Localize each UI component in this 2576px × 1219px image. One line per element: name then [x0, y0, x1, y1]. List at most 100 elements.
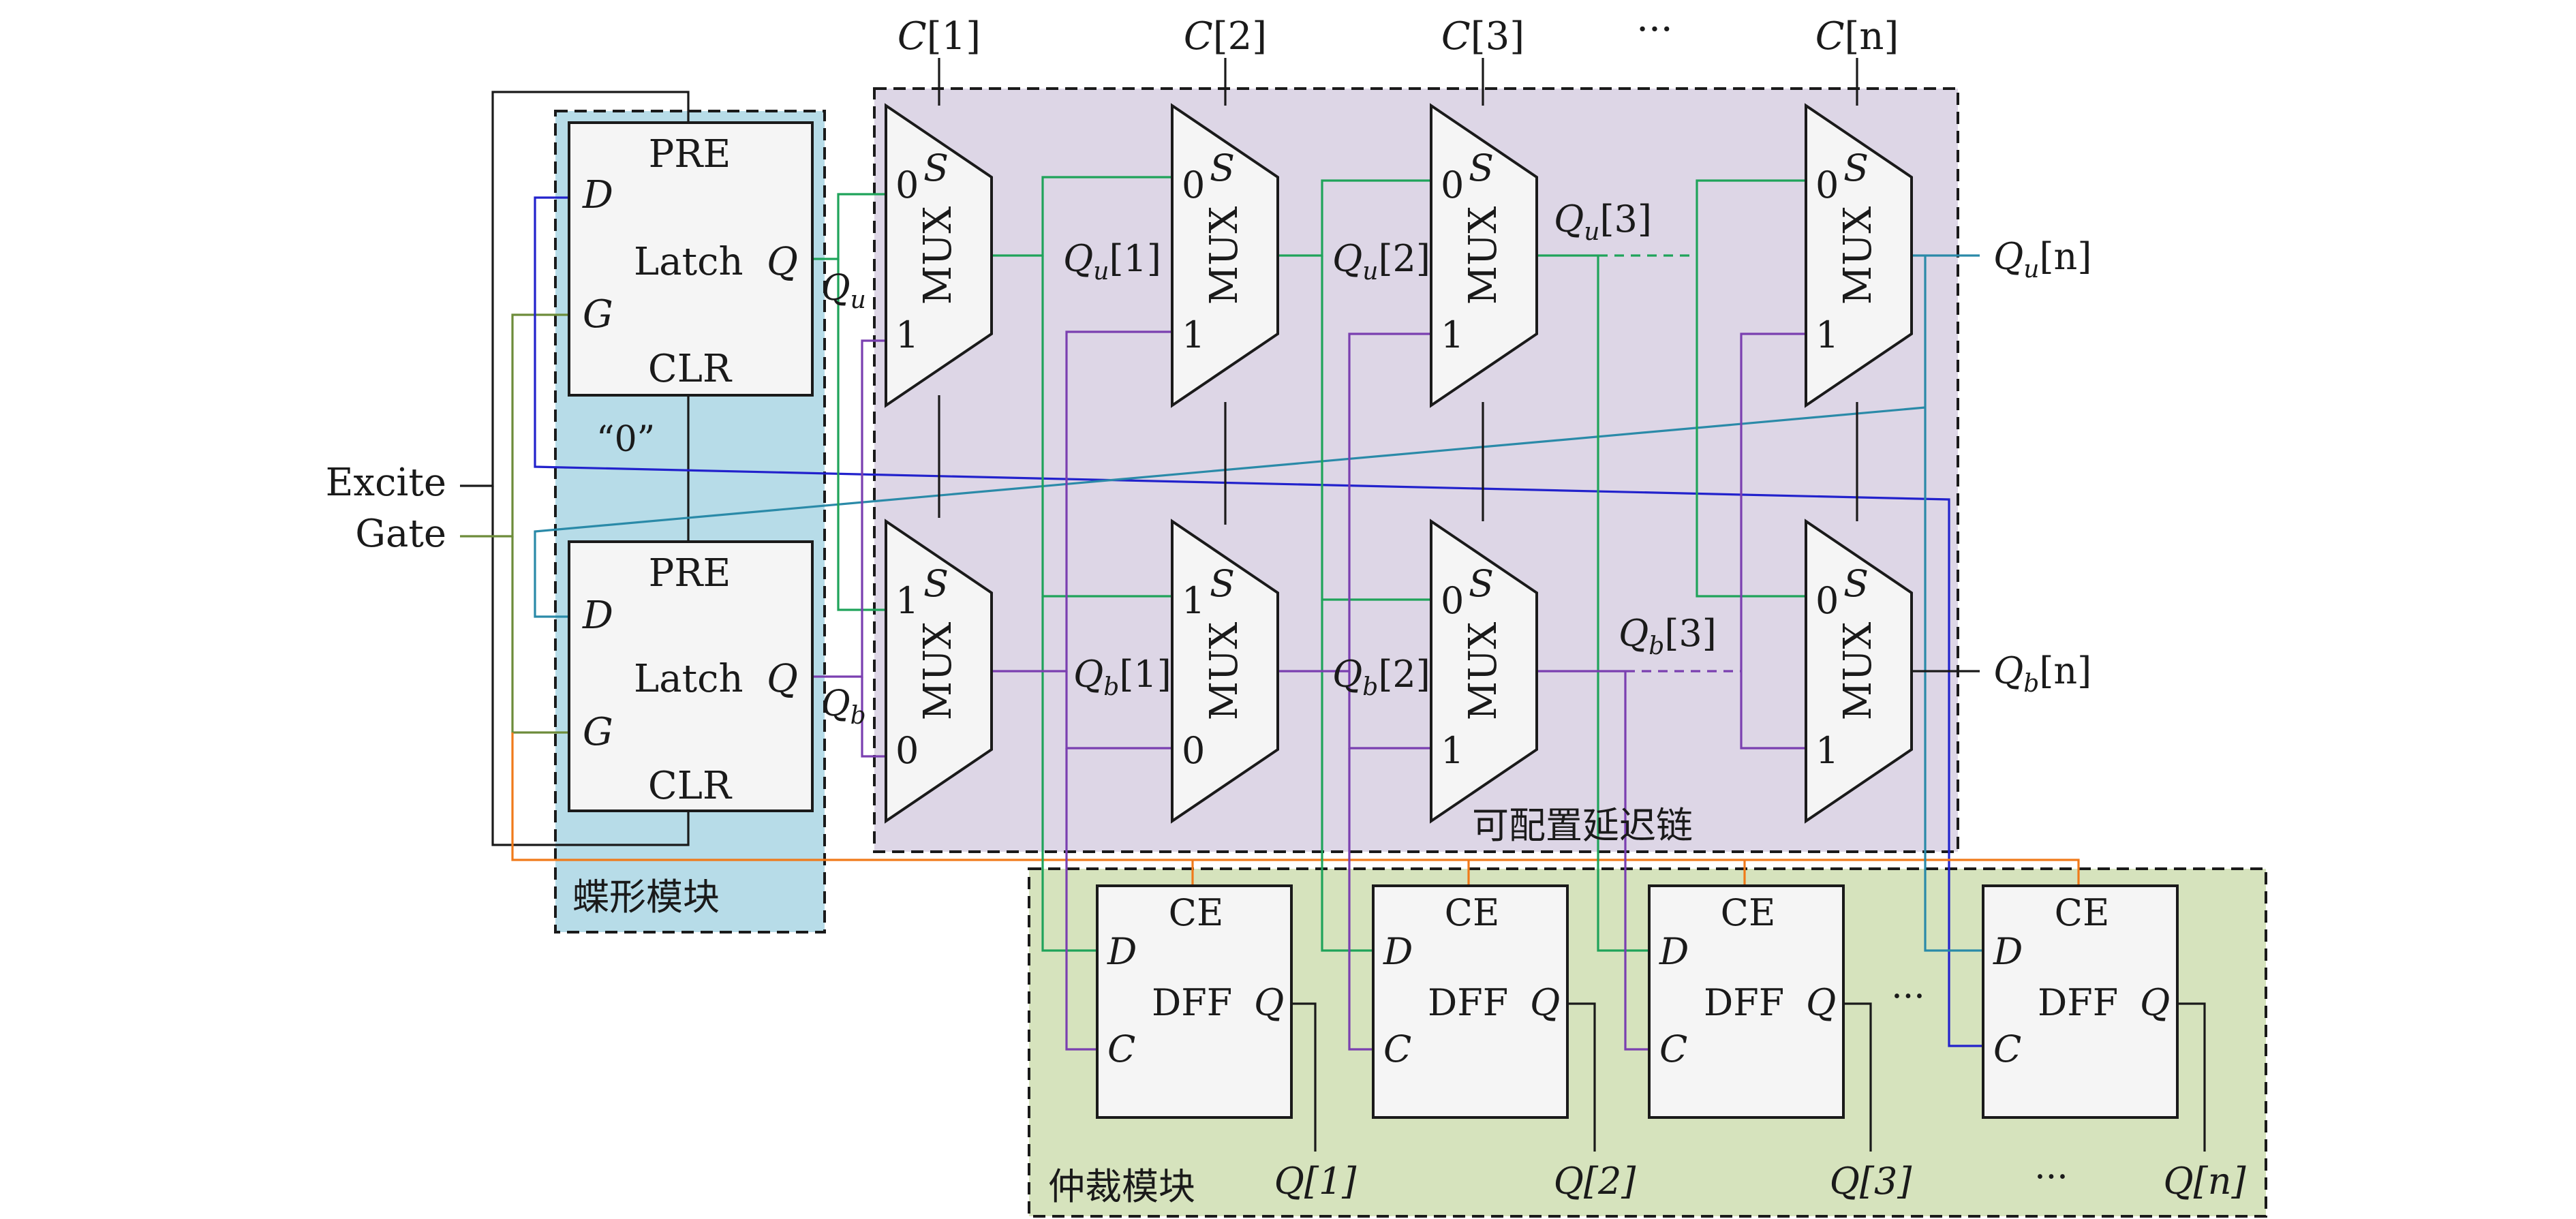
mux-name: MUX — [916, 206, 960, 305]
mux-in-top-label: 0 — [895, 164, 919, 206]
delay-chain-region — [873, 87, 1959, 853]
mux-in-bottom-label: 1 — [1441, 729, 1464, 772]
dff-output-label-4: Q[n] — [2163, 1160, 2246, 1203]
stage-out-upper-1: Qu[1] — [1063, 237, 1161, 286]
mux-in-bottom-label: 1 — [1815, 729, 1839, 772]
arbiter-module-title: 仲裁模块 — [1048, 1165, 1195, 1208]
latch-bottom-q: Q — [767, 657, 798, 701]
dff-q-label: Q — [1806, 981, 1836, 1024]
dff-ce-label: CE — [1169, 891, 1224, 934]
mux-in-bottom-label: 0 — [1182, 729, 1205, 772]
butterfly-module-title: 蝶形模块 — [572, 876, 720, 919]
dff-name: DFF — [1152, 981, 1232, 1024]
control-label-2: C[2] — [1184, 14, 1267, 59]
mux-in-bottom-label: 1 — [1815, 313, 1839, 356]
stage-out-lower-1: Qb[1] — [1073, 653, 1171, 701]
dff-ce-label: CE — [1721, 891, 1776, 934]
mux-select-label: S — [1469, 562, 1494, 605]
mux-select-label: S — [923, 562, 949, 605]
control-label-1: C[1] — [898, 14, 981, 59]
latch-bottom-name: Latch — [634, 657, 743, 701]
zero-label: “0” — [596, 419, 655, 460]
control-ellipsis: ··· — [1636, 7, 1672, 52]
dff-output-label-1: Q[1] — [1274, 1160, 1358, 1203]
mux-in-top-label: 1 — [895, 579, 919, 622]
dff-d-label: D — [1993, 930, 2023, 973]
dff-ce-label: CE — [2055, 891, 2110, 934]
dff-output-label-2: Q[2] — [1554, 1160, 1637, 1203]
mux-in-top-label: 0 — [1815, 164, 1839, 206]
mux-name: MUX — [1202, 622, 1246, 721]
mux-select-label: S — [1843, 562, 1869, 605]
stage-out-lower-4: Qb[n] — [1993, 649, 2091, 698]
mux-upper-2: 0 1 S MUX — [1171, 103, 1279, 408]
mux-name: MUX — [1461, 622, 1505, 721]
mux-in-top-label: 1 — [1182, 579, 1205, 622]
latch-bottom-clr: CLR — [648, 764, 733, 808]
control-label-n: C[n] — [1815, 14, 1899, 59]
arbiter-ellipsis-out: ··· — [2034, 1157, 2068, 1198]
dff-q-label: Q — [1530, 981, 1560, 1024]
dff-d-label: D — [1107, 930, 1137, 973]
dff-name: DFF — [2038, 981, 2118, 1024]
stage-out-lower-3: Qb[3] — [1619, 612, 1717, 660]
latch-top-pre: PRE — [649, 132, 731, 176]
dff-2: CE D DFF Q C — [1372, 884, 1569, 1119]
mux-select-label: S — [923, 146, 949, 189]
mux-in-top-label: 0 — [1441, 164, 1464, 206]
mux-layer: 01SMUX01SMUX01SMUX01SMUX10SMUX10SMUX01SM… — [885, 103, 1913, 824]
latch-top-clr: CLR — [648, 347, 733, 391]
dff-c-label: C — [1383, 1028, 1411, 1070]
dff-ce-label: CE — [1445, 891, 1500, 934]
stage-output-labels: Qu[1]Qu[2]Qu[3]Qu[n]Qb[1]Qb[2]Qb[3]Qb[n] — [1063, 198, 2091, 701]
dff-c-label: C — [1993, 1028, 2021, 1070]
gate-input-label: Gate — [355, 512, 446, 556]
dff-d-label: D — [1383, 930, 1413, 973]
arbiter-ellipsis-mid: ··· — [1891, 976, 1925, 1017]
dff-output-label-3: Q[3] — [1830, 1160, 1913, 1203]
mux-name: MUX — [1202, 206, 1246, 305]
latch-out-u: Qu — [821, 268, 866, 314]
mux-lower-2: 1 0 S MUX — [1171, 519, 1279, 824]
mux-in-top-label: 0 — [1182, 164, 1205, 206]
latch-top: PRE D Latch Q G CLR — [568, 121, 814, 397]
mux-lower-4: 0 1 S MUX — [1805, 519, 1913, 824]
mux-in-top-label: 0 — [1815, 579, 1839, 622]
mux-select-label: S — [1843, 146, 1869, 189]
mux-name: MUX — [916, 622, 960, 721]
stage-out-upper-3: Qu[3] — [1554, 198, 1652, 246]
stage-out-upper-4: Qu[n] — [1993, 235, 2091, 283]
mux-name: MUX — [1461, 206, 1505, 305]
delay-chain-title: 可配置延迟链 — [1472, 804, 1693, 847]
excite-input-label: Excite — [326, 461, 446, 505]
dff-4: CE D DFF Q C — [1982, 884, 2179, 1119]
mux-name: MUX — [1836, 622, 1880, 721]
control-label-3: C[3] — [1441, 14, 1524, 59]
dff-d-label: D — [1659, 930, 1689, 973]
mux-select-label: S — [1210, 562, 1235, 605]
mux-lower-1: 1 0 S MUX — [885, 519, 993, 824]
latch-out-b: Qb — [821, 683, 866, 730]
mux-select-label: S — [1210, 146, 1235, 189]
mux-in-bottom-label: 0 — [895, 729, 919, 772]
dff-c-label: C — [1107, 1028, 1135, 1070]
latch-top-name: Latch — [634, 240, 743, 284]
dff-c-label: C — [1659, 1028, 1687, 1070]
mux-lower-3: 0 1 S MUX — [1430, 519, 1538, 824]
mux-in-bottom-label: 1 — [895, 313, 919, 356]
mux-in-bottom-label: 1 — [1182, 313, 1205, 356]
wiring — [460, 58, 2206, 1152]
mux-upper-1: 0 1 S MUX — [885, 103, 993, 408]
stage-out-lower-2: Qb[2] — [1332, 653, 1430, 701]
mux-in-top-label: 0 — [1441, 579, 1464, 622]
latch-top-g: G — [583, 292, 613, 337]
latch-bottom-d: D — [582, 593, 613, 638]
dff-name: DFF — [1428, 981, 1508, 1024]
dff-q-label: Q — [2140, 981, 2170, 1024]
